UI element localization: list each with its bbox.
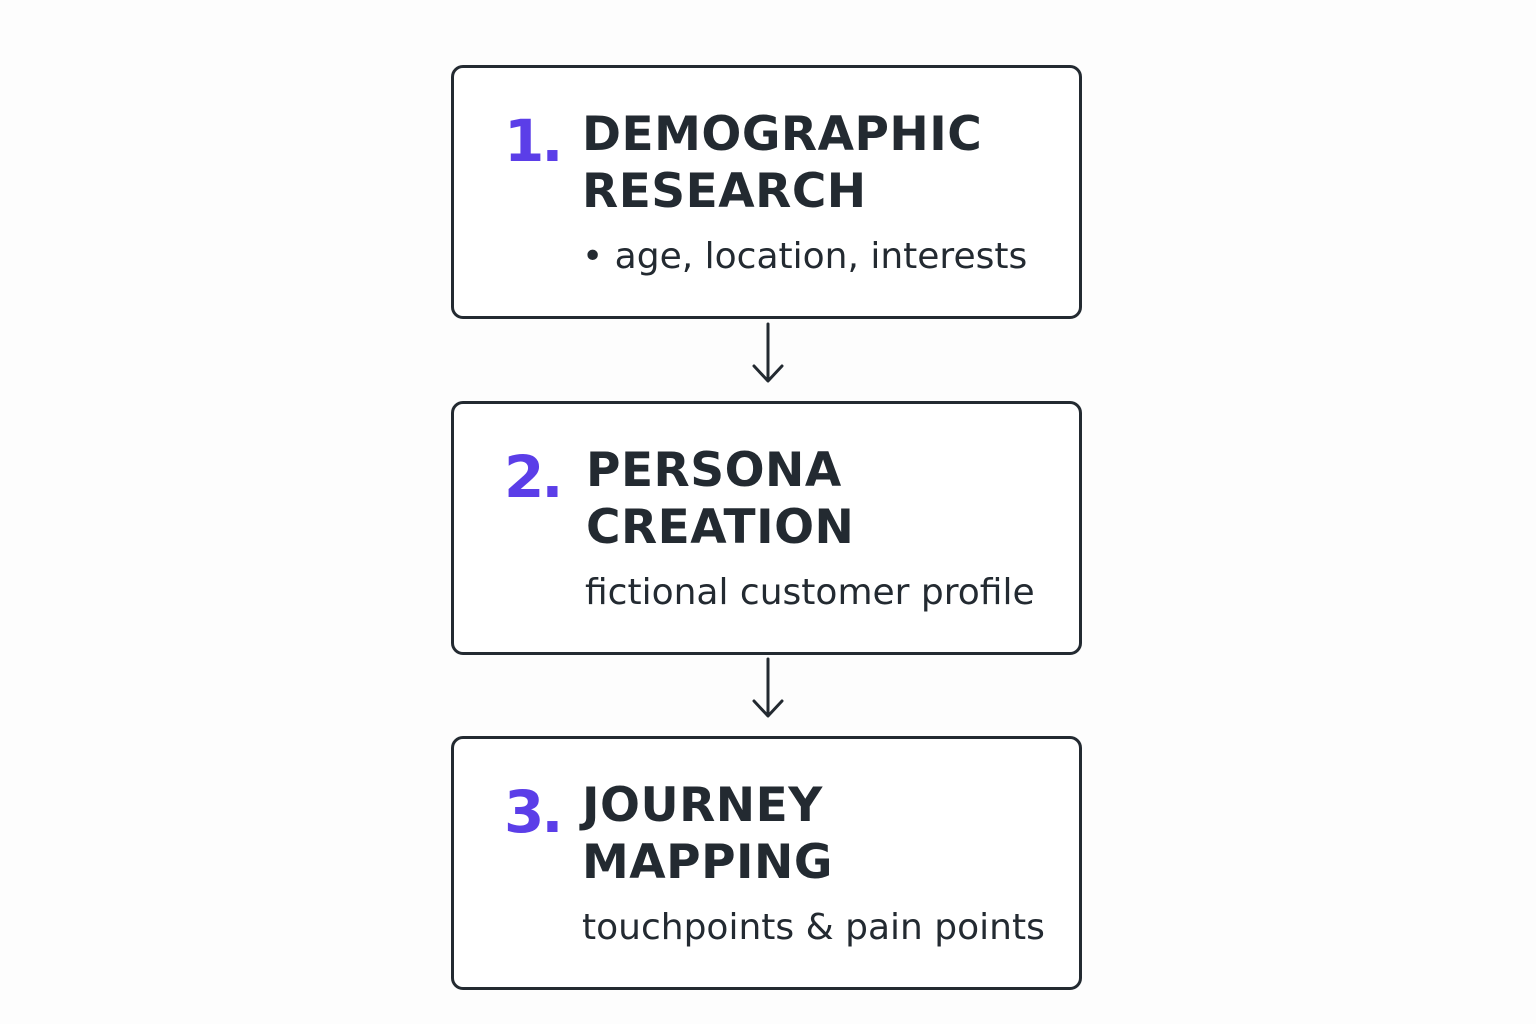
step-number: 3. <box>504 778 563 846</box>
step-box-journey-mapping: 3. JOURNEY MAPPING touchpoints & pain po… <box>451 736 1082 990</box>
step-title: PERSONA CREATION <box>586 443 855 555</box>
step-description: fictional customer profile <box>585 572 1035 613</box>
arrow-down-icon <box>752 322 784 383</box>
step-number: 2. <box>504 443 563 511</box>
step-title: DEMOGRAPHIC RESEARCH <box>582 107 983 219</box>
step-description: • age, location, interests <box>582 236 1028 277</box>
step-box-demographic-research: 1. DEMOGRAPHIC RESEARCH • age, location,… <box>451 65 1082 319</box>
step-number: 1. <box>504 107 563 175</box>
arrow-down-icon <box>752 657 784 718</box>
step-description: touchpoints & pain points <box>582 907 1045 948</box>
step-title: JOURNEY MAPPING <box>582 778 833 890</box>
step-box-persona-creation: 2. PERSONA CREATION fictional customer p… <box>451 401 1082 655</box>
